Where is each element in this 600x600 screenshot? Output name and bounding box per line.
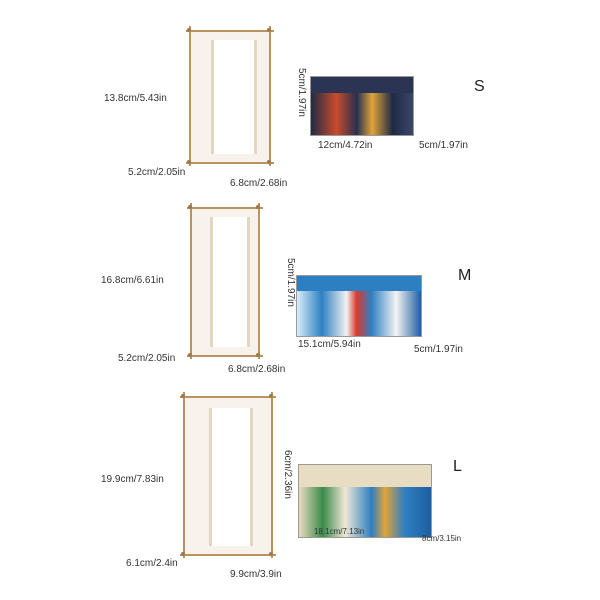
size-s-frame-depth-label: 5.2cm/2.05in	[128, 167, 186, 178]
size-m-box-width-label: 5cm/1.97in	[414, 344, 463, 355]
size-m-box-length-label: 15.1cm/5.94in	[298, 339, 361, 350]
size-s-frame-height-label: 13.8cm/5.43in	[104, 93, 167, 104]
size-m-frame-depth-label: 5.2cm/2.05in	[118, 353, 176, 364]
size-s-box-length-label: 12cm/4.72in	[318, 140, 373, 151]
size-l-letter: L	[453, 458, 462, 475]
size-l-frame-depth-label: 6.1cm/2.4in	[126, 558, 178, 569]
size-s-frame-width-label: 6.8cm/2.68in	[230, 178, 288, 189]
size-m-letter: M	[458, 267, 472, 284]
size-m-frame-width-label: 6.8cm/2.68in	[228, 364, 286, 375]
size-l-gift-box	[298, 464, 432, 538]
size-m-gift-box	[296, 275, 422, 337]
size-s-box-width-label: 5cm/1.97in	[419, 140, 468, 151]
size-l-display-frame	[183, 396, 273, 556]
size-l-box-width-label: 8cm/3.15in	[422, 534, 462, 543]
size-l-frame-width-label: 9.9cm/3.9in	[230, 569, 282, 580]
size-m-frame-height-label: 16.8cm/6.61in	[101, 275, 164, 286]
size-l-box-length-label: 18.1cm/7.13in	[314, 527, 365, 536]
size-m-box-height-label: 5cm/1.97in	[285, 258, 296, 307]
size-l-frame-height-label: 19.9cm/7.83in	[101, 474, 164, 485]
size-s-letter: S	[474, 78, 485, 95]
size-s-gift-box	[310, 76, 414, 136]
size-m-display-frame	[190, 207, 260, 357]
size-s-box-height-label: 5cm/1.97in	[296, 68, 307, 117]
size-l-box-height-label: 6cm/2.36in	[282, 450, 293, 499]
size-s-display-frame	[189, 30, 271, 164]
